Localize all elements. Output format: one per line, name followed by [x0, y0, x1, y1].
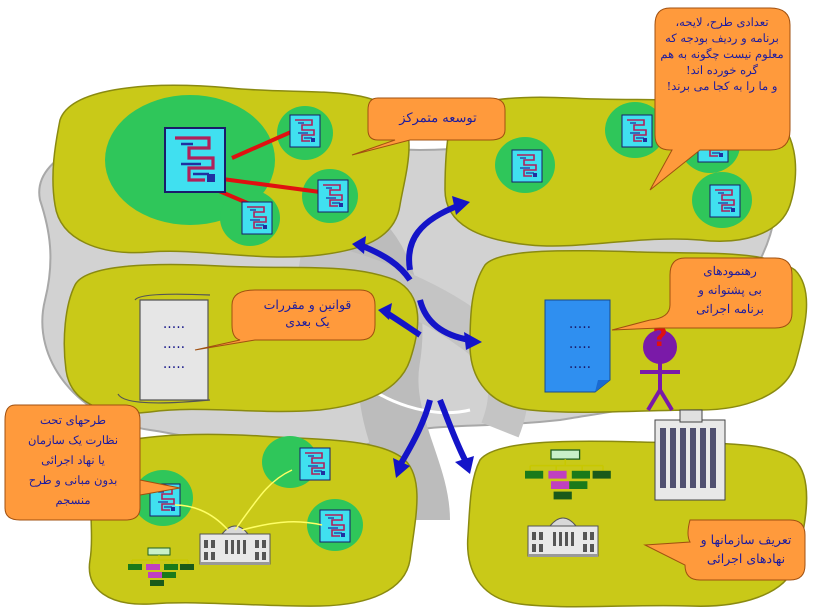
island-top-left: [52, 84, 410, 258]
question-mark-icon: ?: [652, 323, 667, 353]
callout-line: و ما را به کجا می برند!: [666, 79, 778, 93]
svg-text:.....: .....: [163, 336, 185, 352]
callout-line: تعدادی طرح، لایحه،: [675, 15, 769, 29]
flowchart-icon: [317, 179, 349, 213]
direction-arrows: [352, 196, 482, 478]
callout-line: قوانین و مقررات: [263, 297, 352, 312]
callout-organizations: [643, 519, 806, 581]
flowchart-icon: [621, 114, 653, 148]
svg-text:.....: .....: [163, 356, 185, 372]
svg-text:.....: .....: [569, 356, 591, 372]
callout-laws: [194, 289, 376, 351]
callout-line: نهادهای اجرائی: [706, 551, 786, 566]
flowchart-icon: [319, 509, 351, 543]
callout-line: طرحهای تحت: [40, 413, 106, 427]
callout-line: منسجم: [55, 493, 91, 507]
callout-laws-text: قوانین و مقررات یک بعدی: [245, 296, 370, 330]
callout-line: یک بعدی: [285, 314, 330, 329]
flowchart-icon: [241, 201, 273, 235]
callout-line: معلوم نیست چگونه به هم: [660, 47, 784, 61]
person-icon: [640, 330, 680, 412]
flowchart-icon: [163, 126, 227, 194]
callout-supervised: [4, 404, 181, 521]
building-icon: [654, 409, 726, 501]
callout-line: یا نهاد اجرائی: [41, 453, 105, 467]
callout-organizations-text: تعریف سازمانها و نهادهای اجرائی: [690, 530, 802, 568]
callout-central-text: توسعه متمرکز: [399, 111, 477, 126]
callout-line: رهنمودهای: [703, 264, 757, 278]
flowchart-icon: [299, 447, 331, 481]
flowchart-icon: [289, 114, 321, 148]
callout-central: [351, 97, 506, 156]
callout-line: برنامه و ردیف بودجه که: [665, 31, 779, 45]
callout-supervised-text: طرحهای تحت نظارت یک سازمان یا نهاد اجرائ…: [8, 410, 138, 510]
flowchart-icon: [511, 149, 543, 183]
callout-guidelines: [611, 257, 793, 331]
document-icon: ..... ..... .....: [544, 299, 611, 393]
svg-text:.....: .....: [163, 316, 185, 332]
flowchart-icon: [709, 184, 741, 218]
callout-guidelines-text: رهنمودهای بی پشتوانه و برنامه اجرائی: [672, 262, 788, 319]
connector-lines: [174, 469, 323, 531]
callout-line: بی پشتوانه و: [698, 283, 762, 297]
callout-line: بدون مبانی و طرح: [28, 473, 118, 487]
callout-line: برنامه اجرائی: [696, 302, 764, 316]
callout-line: نظارت یک سازمان: [27, 433, 119, 447]
svg-text:.....: .....: [569, 316, 591, 332]
callout-line: تعریف سازمانها و: [700, 532, 792, 547]
scroll-icon: ..... ..... .....: [117, 293, 211, 404]
callout-confusing: [649, 7, 791, 191]
callout-confusing-text: تعدادی طرح، لایحه، برنامه و ردیف بودجه ک…: [658, 14, 786, 94]
svg-text:.....: .....: [569, 336, 591, 352]
callout-line: گره خورده اند!: [686, 63, 758, 77]
